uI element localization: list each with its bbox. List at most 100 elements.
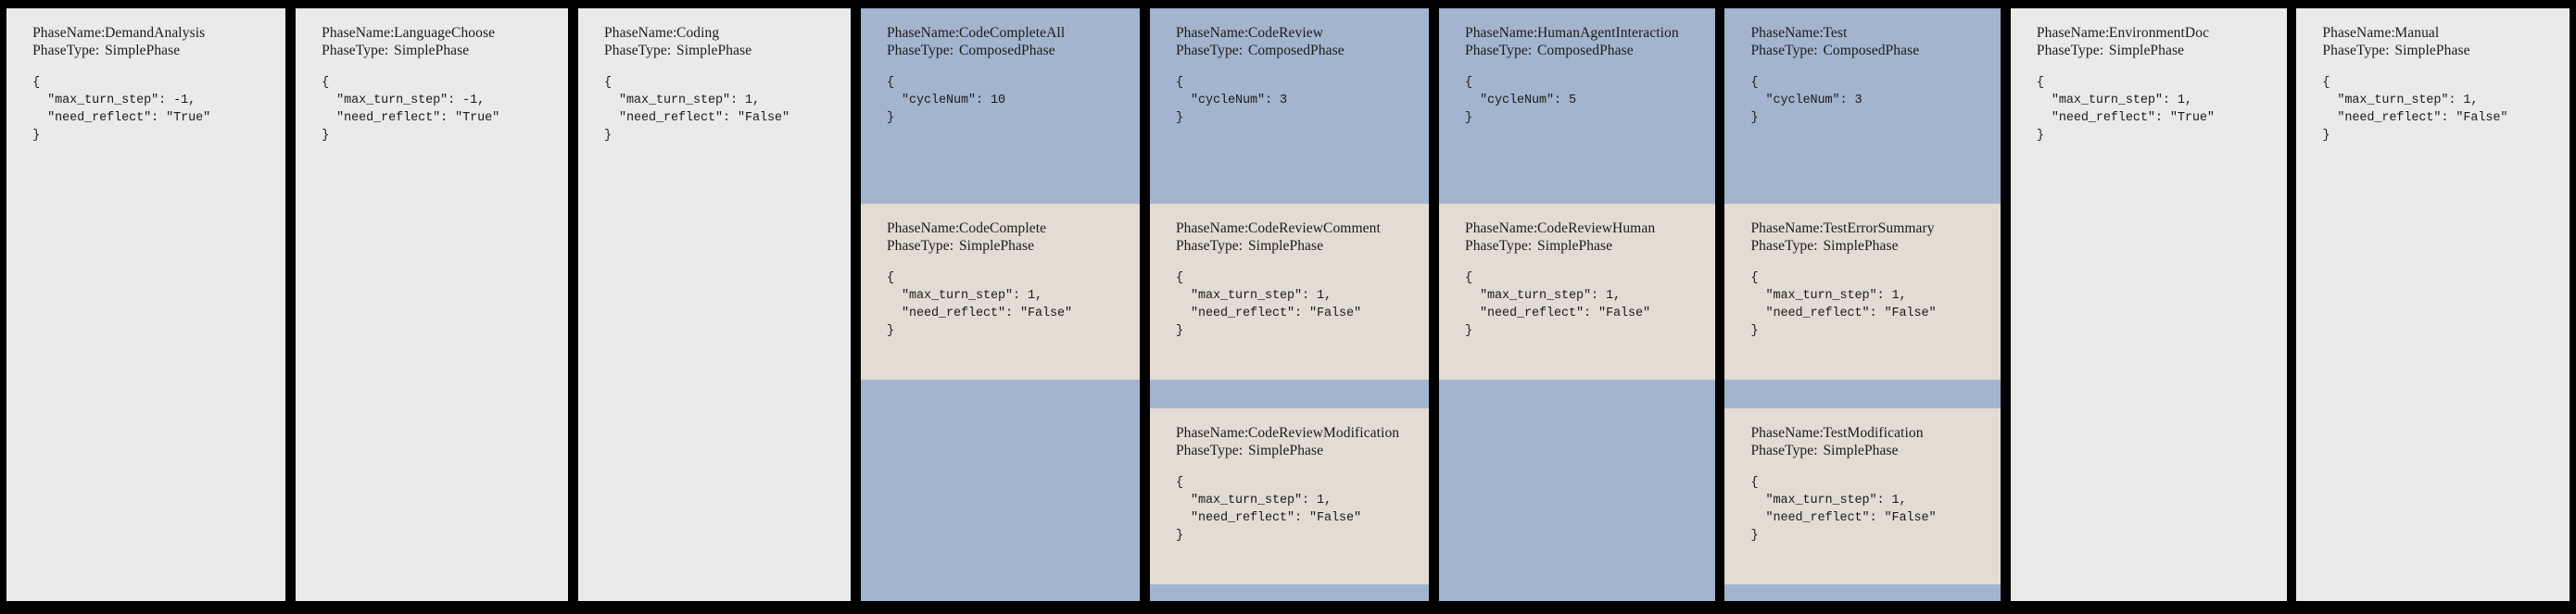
phase-type-value: SimplePhase xyxy=(1247,237,1324,254)
phase-name-label: PhaseName: xyxy=(886,24,960,41)
composed-phase-filler xyxy=(1438,379,1715,601)
subphase-spacer xyxy=(1724,379,2001,409)
phase-name-row: PhaseName:DemandAnalysis xyxy=(32,24,285,42)
phase-name-row: PhaseName:LanguageChoose xyxy=(322,24,568,42)
phase-type-value: SimplePhase xyxy=(2394,42,2470,58)
phase-type-value: SimplePhase xyxy=(394,42,470,58)
phase-name-row: PhaseName:Test xyxy=(1750,24,2001,42)
phase-name-value: EnvironmentDoc xyxy=(2108,24,2210,41)
phase-config-json: { "max_turn_step": -1, "need_reflect": "… xyxy=(32,75,211,143)
phase-config-json: { "cycleNum": 5 } xyxy=(1464,75,1576,125)
phase-config-json: { "max_turn_step": 1, "need_reflect": "F… xyxy=(604,75,790,143)
phase-type-row: PhaseType:SimplePhase xyxy=(604,42,851,59)
phase-type-row: PhaseType:SimplePhase xyxy=(2322,42,2569,59)
phase-name-value: Coding xyxy=(676,24,720,41)
phase-type-label: PhaseType: xyxy=(322,42,389,58)
subphase-spacer xyxy=(1149,379,1430,409)
phase-type-row: PhaseType:ComposedPhase xyxy=(1176,42,1429,59)
phase-type-label: PhaseType: xyxy=(32,42,100,58)
phase-type-value: SimplePhase xyxy=(2108,42,2185,58)
phase-type-value: SimplePhase xyxy=(676,42,752,58)
phase-type-label: PhaseType: xyxy=(1175,237,1244,254)
phase-name-label: PhaseName: xyxy=(32,24,106,41)
phase-name-label: PhaseName: xyxy=(1175,219,1249,236)
phase-type-value: SimplePhase xyxy=(1247,443,1324,459)
phase-name-label: PhaseName: xyxy=(1464,24,1538,41)
phase-name-row: PhaseName:EnvironmentDoc xyxy=(2037,24,2287,42)
phase-type-value: SimplePhase xyxy=(1823,443,1899,459)
phase-config-json: { "max_turn_step": 1, "need_reflect": "T… xyxy=(2036,75,2215,143)
column-divider xyxy=(568,0,579,614)
column-divider xyxy=(1714,0,1725,614)
phase-name-row: PhaseName:Manual xyxy=(2322,24,2569,42)
phase-name-value: CodeReviewHuman xyxy=(1536,219,1656,236)
phase-type-row: PhaseType:SimplePhase xyxy=(887,237,1140,255)
phase-name-label: PhaseName: xyxy=(1175,24,1249,41)
phase-name-label: PhaseName: xyxy=(1464,219,1538,236)
composed-phase-filler xyxy=(1724,584,2001,601)
phase-config-json: { "max_turn_step": 1, "need_reflect": "F… xyxy=(1750,270,1937,338)
phase-type-label: PhaseType: xyxy=(2322,42,2390,58)
phase-name-value: CodeCompleteAll xyxy=(958,24,1066,41)
phase-name-row: PhaseName:TestModification xyxy=(1750,424,2001,442)
phase-name-label: PhaseName: xyxy=(604,24,677,41)
phase-name-value: Test xyxy=(1823,24,1848,41)
phase-name-row: PhaseName:Coding xyxy=(604,24,851,42)
phase-name-value: DemandAnalysis xyxy=(105,24,206,41)
phase-type-value: SimplePhase xyxy=(1823,237,1899,254)
phase-type-value: ComposedPhase xyxy=(1247,42,1345,58)
phase-name-value: HumanAgentInteraction xyxy=(1536,24,1679,41)
phase-config-json: { "max_turn_step": 1, "need_reflect": "F… xyxy=(1175,270,1361,338)
phase-type-row: PhaseType:SimplePhase xyxy=(1750,237,2001,255)
phase-name-row: PhaseName:CodeReviewModification xyxy=(1176,424,1429,442)
phase-type-label: PhaseType: xyxy=(1175,42,1244,58)
phase-type-row: PhaseType: SimplePhase xyxy=(322,42,568,59)
phase-type-label: PhaseType: xyxy=(1175,443,1244,459)
phase-name-row: PhaseName:CodeReviewComment xyxy=(1176,219,1429,237)
phase-config-json: { "cycleNum": 3 } xyxy=(1175,75,1287,125)
phase-config-json: { "max_turn_step": 1, "need_reflect": "F… xyxy=(1464,270,1651,338)
phase-name-row: PhaseName:CodeReview xyxy=(1176,24,1429,42)
phase-config-json: { "max_turn_step": 1, "need_reflect": "F… xyxy=(2322,75,2508,143)
phase-name-value: TestModification xyxy=(1823,425,1924,442)
phase-type-row: PhaseType:SimplePhase xyxy=(1465,237,1715,255)
phase-type-value: SimplePhase xyxy=(105,42,181,58)
phase-type-row: PhaseType:SimplePhase xyxy=(1750,442,2001,459)
column-divider xyxy=(2286,0,2297,614)
